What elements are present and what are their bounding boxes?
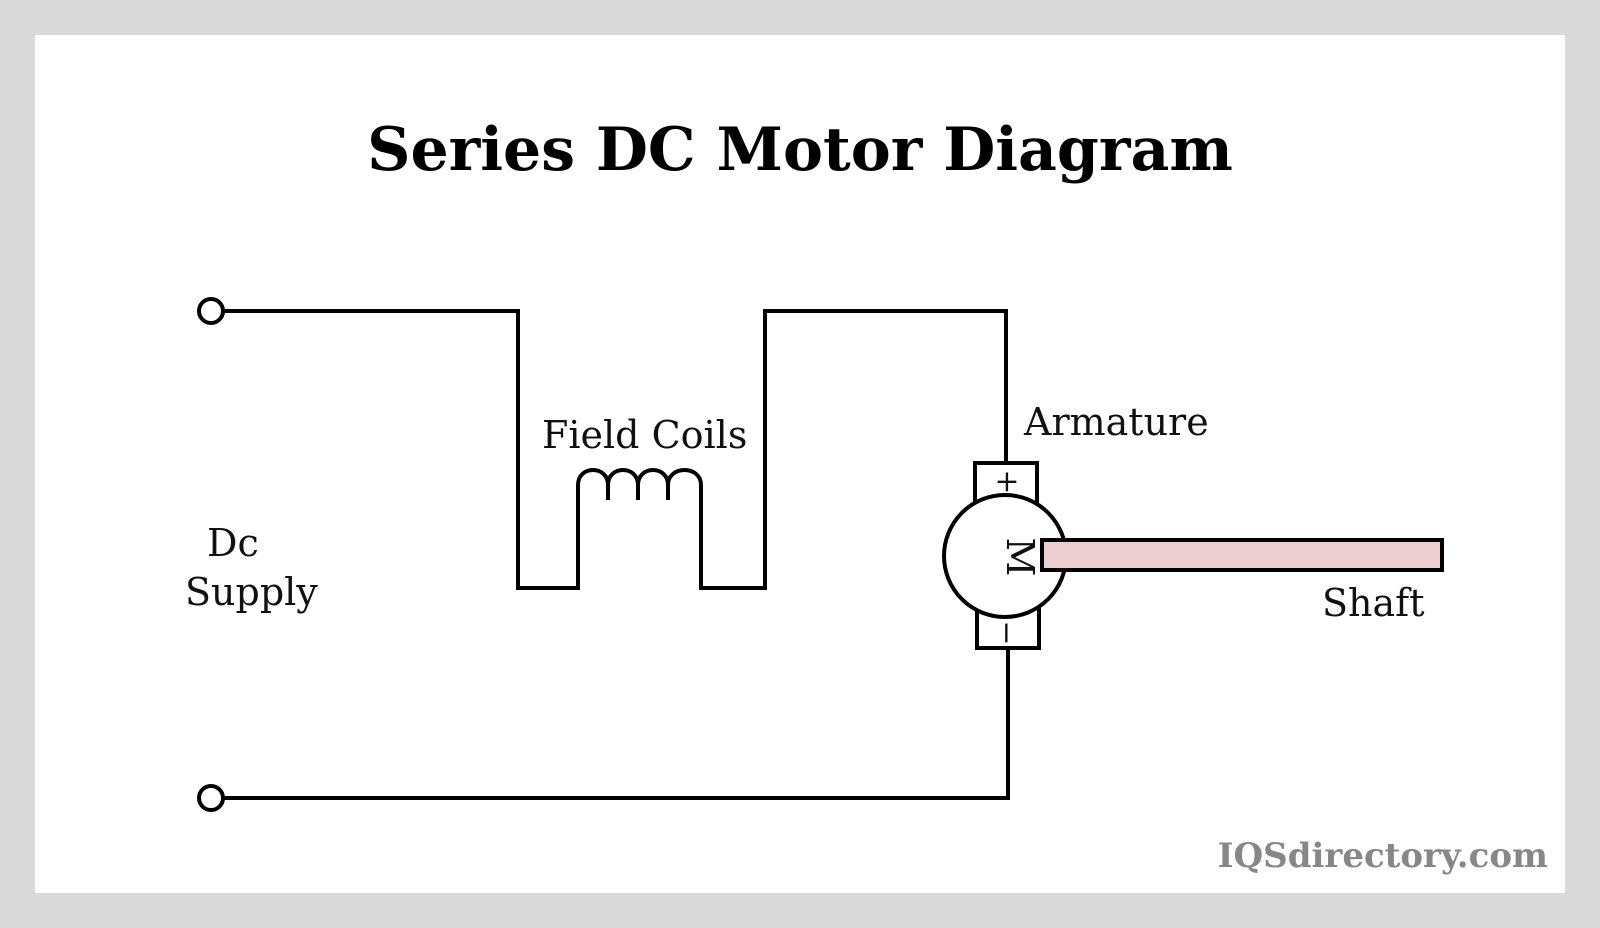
wire-field-to-armature (699, 309, 1008, 590)
dc-supply-label-line2: Supply (185, 570, 318, 614)
motor-symbol: M (998, 538, 1042, 577)
field-coils-label: Field Coils (542, 413, 747, 457)
armature-label: Armature (1023, 400, 1209, 444)
supply-terminal-negative (197, 784, 225, 812)
motor-shaft (1040, 538, 1444, 572)
diagram-panel (35, 35, 1565, 893)
wire-bottom-supply-to-armature (222, 648, 1010, 800)
negative-sign: − (989, 620, 1024, 645)
positive-sign: + (994, 464, 1019, 499)
shaft-label: Shaft (1322, 581, 1425, 625)
supply-terminal-positive (197, 297, 225, 325)
watermark-logo: IQSdirectory.com (1218, 836, 1548, 876)
field-coil-inductor (576, 468, 703, 500)
dc-supply-label-line1: Dc (207, 521, 259, 565)
diagram-title: Series DC Motor Diagram (367, 115, 1233, 185)
wire-top-supply-to-field (222, 309, 580, 590)
